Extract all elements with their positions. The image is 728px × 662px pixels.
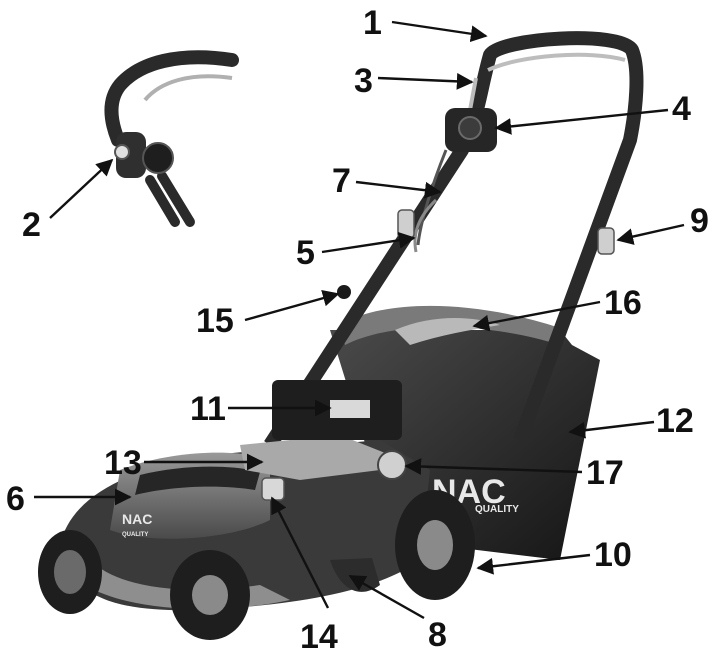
- arrow-1: [391, 20, 488, 43]
- handle-knob: [337, 285, 351, 299]
- safety-bail: [487, 52, 626, 72]
- callout-6: 6: [6, 480, 25, 518]
- arrow-9: [616, 223, 685, 245]
- inset-handle-tube: [145, 171, 195, 227]
- callout-15: 15: [196, 302, 234, 340]
- callout-9: 9: [690, 202, 709, 240]
- callout-2: 2: [22, 206, 41, 244]
- deck-logo: NAC: [122, 511, 152, 527]
- callout-14: 14: [300, 618, 338, 656]
- power-cable: [416, 149, 448, 246]
- callout-10: 10: [594, 536, 632, 574]
- callout-5: 5: [296, 234, 315, 272]
- safety-bail-link: [468, 77, 478, 111]
- callout-8: 8: [428, 616, 447, 654]
- inset-handle-detail: [104, 50, 239, 227]
- handle-assembly: [264, 31, 644, 449]
- arrow-2: [49, 158, 114, 219]
- inset-handle-bar: [104, 50, 239, 147]
- front-wheel-left-hub: [54, 550, 86, 594]
- grass-box-tagline: QUALITY: [475, 504, 519, 515]
- rear-wheel-hub: [417, 520, 453, 570]
- arrow-17: [404, 458, 583, 475]
- callout-labels: 1 2 3 4 5 6 7 8 9 10 11 12 13 14 15 16 1…: [6, 4, 709, 656]
- handle-clip-right: [597, 227, 615, 255]
- arrow-5: [321, 231, 416, 254]
- front-wheel-right-hub: [192, 575, 228, 615]
- inset-safety-button: [114, 144, 130, 160]
- arrow-12: [568, 420, 655, 439]
- arrow-15: [244, 289, 340, 322]
- arrow-4: [494, 108, 669, 135]
- switch-box-button: [458, 116, 482, 140]
- callout-16: 16: [604, 284, 642, 322]
- arrow-7: [355, 180, 442, 199]
- callout-12: 12: [656, 402, 694, 440]
- compartment-label: [330, 400, 370, 418]
- callout-11: 11: [190, 390, 226, 428]
- arrow-8: [348, 574, 425, 620]
- height-adjust-knob: [377, 450, 407, 480]
- mower-body: NAC QUALITY: [60, 380, 430, 611]
- battery-cover-lid: [135, 466, 260, 495]
- safety-key-housing: [240, 435, 390, 480]
- callout-7: 7: [332, 162, 351, 200]
- deck-tagline: QUALITY: [122, 532, 148, 538]
- callout-3: 3: [354, 62, 373, 100]
- inset-safety-bail: [143, 74, 233, 102]
- arrow-3: [377, 72, 474, 90]
- arrow-16: [472, 300, 601, 332]
- safety-key: [261, 477, 285, 501]
- callout-4: 4: [672, 90, 691, 128]
- arrow-10: [476, 553, 591, 575]
- inset-switch-box: [116, 132, 146, 178]
- leader-arrows: [34, 20, 685, 620]
- inset-knob: [142, 142, 174, 174]
- callout-13: 13: [104, 444, 142, 482]
- wheels: [38, 490, 475, 640]
- callout-1: 1: [363, 4, 382, 42]
- handle-clip-left: [397, 209, 415, 239]
- callout-17: 17: [586, 454, 624, 492]
- arrow-14: [270, 496, 330, 609]
- height-lever: [330, 558, 380, 592]
